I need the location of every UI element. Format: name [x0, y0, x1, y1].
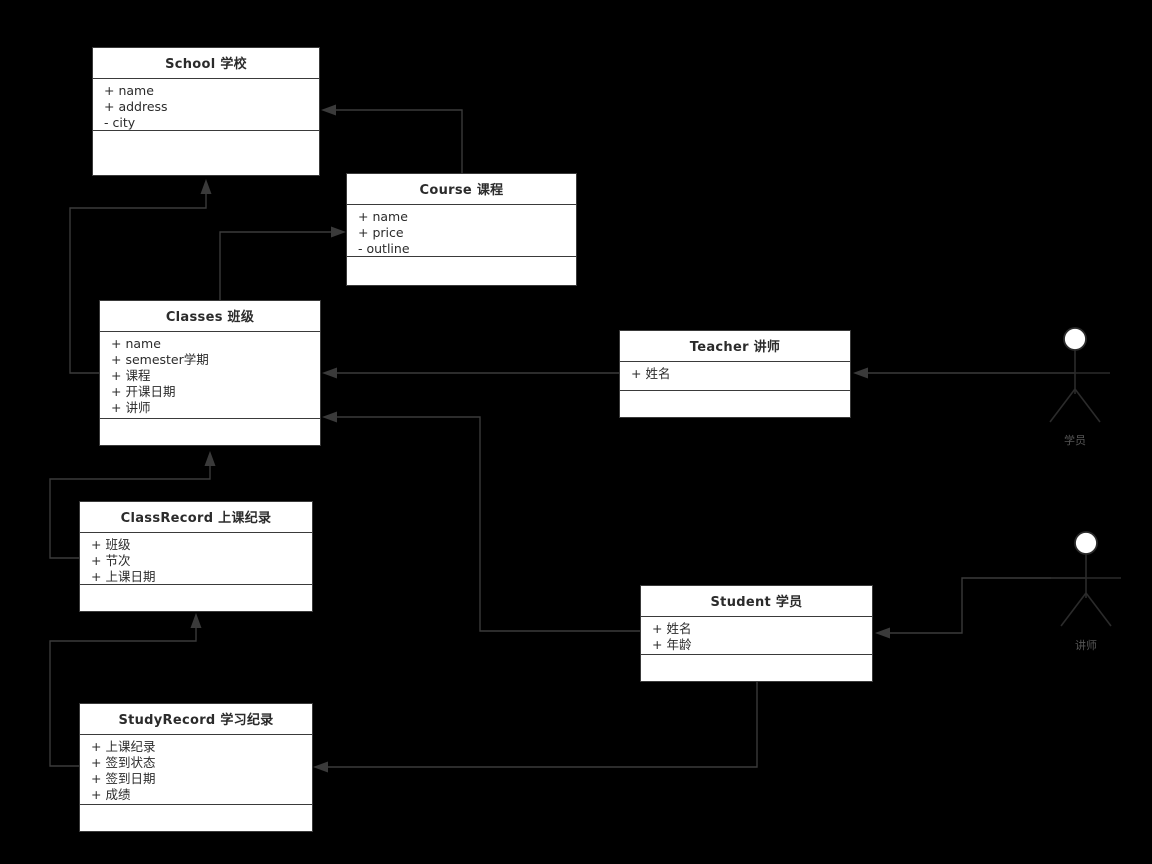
connector-course-to-school — [321, 104, 463, 173]
class-attributes-teacher: + 姓名 — [620, 362, 850, 391]
class-box-teacher[interactable]: Teacher 讲师 + 姓名 — [619, 330, 851, 418]
class-box-classes[interactable]: Classes 班级 + name + semester学期 + 课程 + 开课… — [99, 300, 321, 446]
attribute-row: + 上课纪录 — [91, 739, 156, 754]
class-box-studyrecord[interactable]: StudyRecord 学习纪录 + 上课纪录 + 签到状态 + 签到日期 + … — [79, 703, 313, 832]
attribute-row: + 签到日期 — [91, 771, 156, 786]
connector-classes-to-course — [219, 226, 346, 300]
connector-classes-to-school — [69, 179, 212, 374]
attribute-row: + 年龄 — [652, 637, 692, 652]
connector-actor-teacher-to-student — [875, 577, 1086, 639]
attribute-row: + 课程 — [111, 368, 151, 383]
class-box-school[interactable]: School 学校 + name + address - city — [92, 47, 320, 176]
attribute-row: + 姓名 — [631, 366, 671, 381]
class-attributes-school: + name + address - city — [93, 79, 319, 131]
attribute-row: + address — [104, 99, 168, 114]
connector-student-to-classes — [322, 411, 640, 632]
actor-label-teacher: 讲师 — [1075, 639, 1097, 652]
class-title-teacher: Teacher 讲师 — [620, 331, 850, 362]
class-title-studyrecord: StudyRecord 学习纪录 — [80, 704, 312, 735]
class-box-course[interactable]: Course 课程 + name + price - outline — [346, 173, 577, 286]
class-title-student: Student 学员 — [641, 586, 872, 617]
connector-classrecord-to-classes — [49, 451, 216, 559]
attribute-row: + name — [104, 83, 154, 98]
actor-label-student: 学员 — [1064, 434, 1086, 447]
attribute-row: + name — [358, 209, 408, 224]
class-title-school: School 学校 — [93, 48, 319, 79]
class-box-student[interactable]: Student 学员 + 姓名 + 年龄 — [640, 585, 873, 682]
attribute-row: + 成绩 — [91, 787, 131, 802]
class-attributes-course: + name + price - outline — [347, 205, 576, 257]
attribute-row: + price — [358, 225, 404, 240]
class-title-classes: Classes 班级 — [100, 301, 320, 332]
attribute-row: + 班级 — [91, 537, 131, 552]
class-title-classrecord: ClassRecord 上课纪录 — [80, 502, 312, 533]
connector-student-to-studyrecord — [313, 682, 758, 773]
connector-studyrecord-to-classrecord — [49, 613, 202, 767]
attribute-row: + 节次 — [91, 553, 131, 568]
connector-teacher-to-classes — [322, 367, 619, 379]
attribute-row: + name — [111, 336, 161, 351]
class-attributes-classes: + name + semester学期 + 课程 + 开课日期 + 讲师 — [100, 332, 320, 419]
actor-teacher-figure — [1051, 531, 1121, 627]
actor-student-figure — [1040, 327, 1110, 423]
attribute-row: + 姓名 — [652, 621, 692, 636]
class-box-classrecord[interactable]: ClassRecord 上课纪录 + 班级 + 节次 + 上课日期 — [79, 501, 313, 612]
connector-actor-student-to-teacher — [853, 367, 1075, 379]
attribute-row: + 签到状态 — [91, 755, 156, 770]
attribute-row: + semester学期 — [111, 352, 209, 367]
attribute-row: + 开课日期 — [111, 384, 176, 399]
attribute-row: + 讲师 — [111, 400, 151, 415]
class-attributes-studyrecord: + 上课纪录 + 签到状态 + 签到日期 + 成绩 — [80, 735, 312, 805]
class-title-course: Course 课程 — [347, 174, 576, 205]
attribute-row: - city — [104, 115, 136, 130]
attribute-row: + 上课日期 — [91, 569, 156, 584]
class-attributes-student: + 姓名 + 年龄 — [641, 617, 872, 655]
attribute-row: - outline — [358, 241, 410, 256]
class-attributes-classrecord: + 班级 + 节次 + 上课日期 — [80, 533, 312, 585]
